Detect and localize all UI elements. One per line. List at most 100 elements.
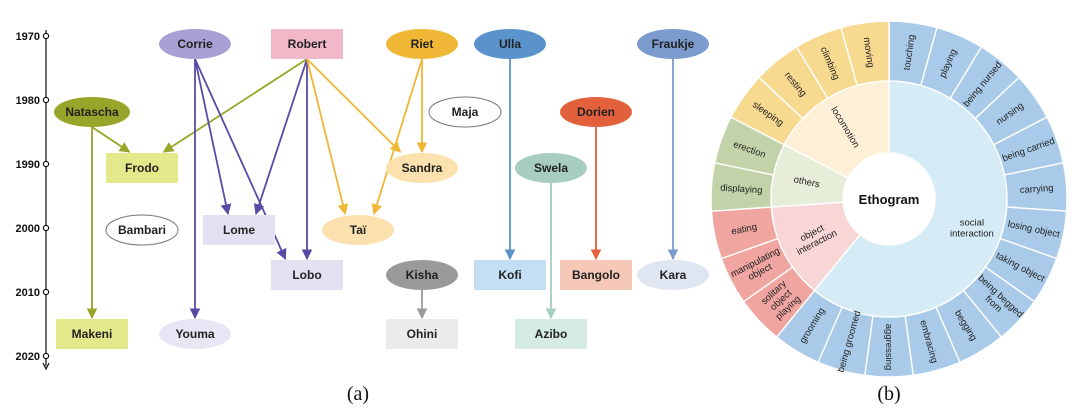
node-label: Lobo	[292, 268, 321, 282]
segment-label: eating	[730, 222, 758, 238]
node-label: Dorien	[577, 105, 615, 119]
axis-tick	[42, 352, 50, 360]
behavior-being-nursed: being nursed	[949, 45, 1021, 120]
node-fraukje: Fraukje	[637, 29, 709, 59]
lineage-edges	[86, 58, 679, 320]
edge-robert-sandra	[306, 58, 402, 153]
segment-label: aggressing	[883, 324, 894, 370]
node-shape	[386, 260, 458, 290]
axis-tick	[42, 288, 50, 296]
behavior-eating: eating	[710, 206, 779, 260]
behavior-losing-object: losing object	[999, 206, 1068, 260]
node-ohini: Ohini	[386, 319, 458, 349]
behavior-carrying: carrying	[1003, 161, 1068, 212]
segment-label: moving	[861, 37, 876, 69]
year-label: 2020	[16, 351, 40, 363]
node-label: Kofi	[498, 268, 521, 282]
caption-b: (b)	[877, 383, 900, 405]
node-label: Sandra	[402, 161, 443, 175]
node-shape	[428, 96, 502, 128]
behavior-embracing: embracing	[904, 306, 961, 377]
node-lome: Lome	[203, 215, 275, 245]
behavior-being-carried: being carried	[992, 116, 1065, 176]
edge-robert-frodo	[162, 58, 308, 153]
node-shape	[474, 260, 546, 290]
edge-corrie-lome	[194, 58, 232, 216]
node-shape	[560, 260, 632, 290]
ethogram-center	[842, 152, 936, 246]
node-label: Ulla	[499, 37, 521, 51]
year-label: 2010	[16, 287, 40, 299]
node-label: Maja	[452, 105, 479, 119]
node-bambari: Bambari	[105, 214, 179, 246]
node-label: Youma	[175, 327, 214, 341]
node-dorien: Dorien	[560, 97, 632, 127]
node-ulla: Ulla	[474, 29, 546, 59]
node-lobo: Lobo	[271, 260, 343, 290]
node-shape	[271, 260, 343, 290]
node-sandra: Sandra	[386, 153, 458, 183]
node-shape	[159, 29, 231, 59]
year-label: 1970	[16, 31, 40, 43]
node-swela: Swela	[515, 153, 587, 183]
node-shape	[203, 215, 275, 245]
node-shape	[515, 153, 587, 183]
node-corrie: Corrie	[159, 29, 231, 59]
node-shape	[637, 260, 709, 290]
node-frodo: Frodo	[106, 153, 178, 183]
node-label: Riet	[411, 37, 434, 51]
node-shape	[271, 29, 343, 59]
behavior-climbing: climbing	[795, 26, 859, 100]
node-shape	[474, 29, 546, 59]
node-maja: Maja	[428, 96, 502, 128]
node-shape	[386, 29, 458, 59]
node-natascha: Natascha	[54, 97, 130, 127]
node-label: Kara	[660, 268, 687, 282]
edge-riet-tai	[371, 58, 423, 216]
caption-a: (a)	[347, 383, 369, 405]
node-label: Kisha	[406, 268, 439, 282]
axis-tick	[42, 160, 50, 168]
year-label: 2000	[16, 223, 40, 235]
node-label: Corrie	[177, 37, 213, 51]
segment-label: carrying	[1019, 183, 1053, 196]
behavior-nursing: nursing	[974, 76, 1048, 146]
node-shape	[386, 319, 458, 349]
node-shape	[105, 214, 179, 246]
year-label: 1980	[16, 95, 40, 107]
node-label: Taï	[350, 223, 367, 237]
node-kofi: Kofi	[474, 260, 546, 290]
node-shape	[56, 319, 128, 349]
node-shape	[54, 97, 130, 127]
node-label: Swela	[534, 161, 568, 175]
behavior-taking-object: taking object	[984, 237, 1058, 303]
node-tai: Taï	[322, 215, 394, 245]
node-shape	[159, 319, 231, 349]
node-shape	[637, 29, 709, 59]
segment-label: others	[793, 174, 821, 190]
behavior-sleeping: sleeping	[730, 76, 804, 146]
node-shape	[515, 319, 587, 349]
node-riet: Riet	[386, 29, 458, 59]
node-kara: Kara	[637, 260, 709, 290]
edge-robert-lome	[253, 58, 308, 216]
node-bangolo: Bangolo	[560, 260, 632, 290]
edge-natascha-frodo	[91, 126, 131, 153]
behavior-being-groomed: being groomed	[817, 306, 874, 377]
node-shape	[386, 153, 458, 183]
node-label: Bambari	[118, 223, 166, 237]
node-shape	[106, 153, 178, 183]
axis-tick	[42, 32, 50, 40]
behavior-moving: moving	[840, 20, 890, 87]
node-label: Frodo	[125, 161, 159, 175]
node-azibo: Azibo	[515, 319, 587, 349]
node-label: Robert	[288, 37, 327, 51]
ethogram-center-label: Ethogram	[859, 192, 920, 207]
